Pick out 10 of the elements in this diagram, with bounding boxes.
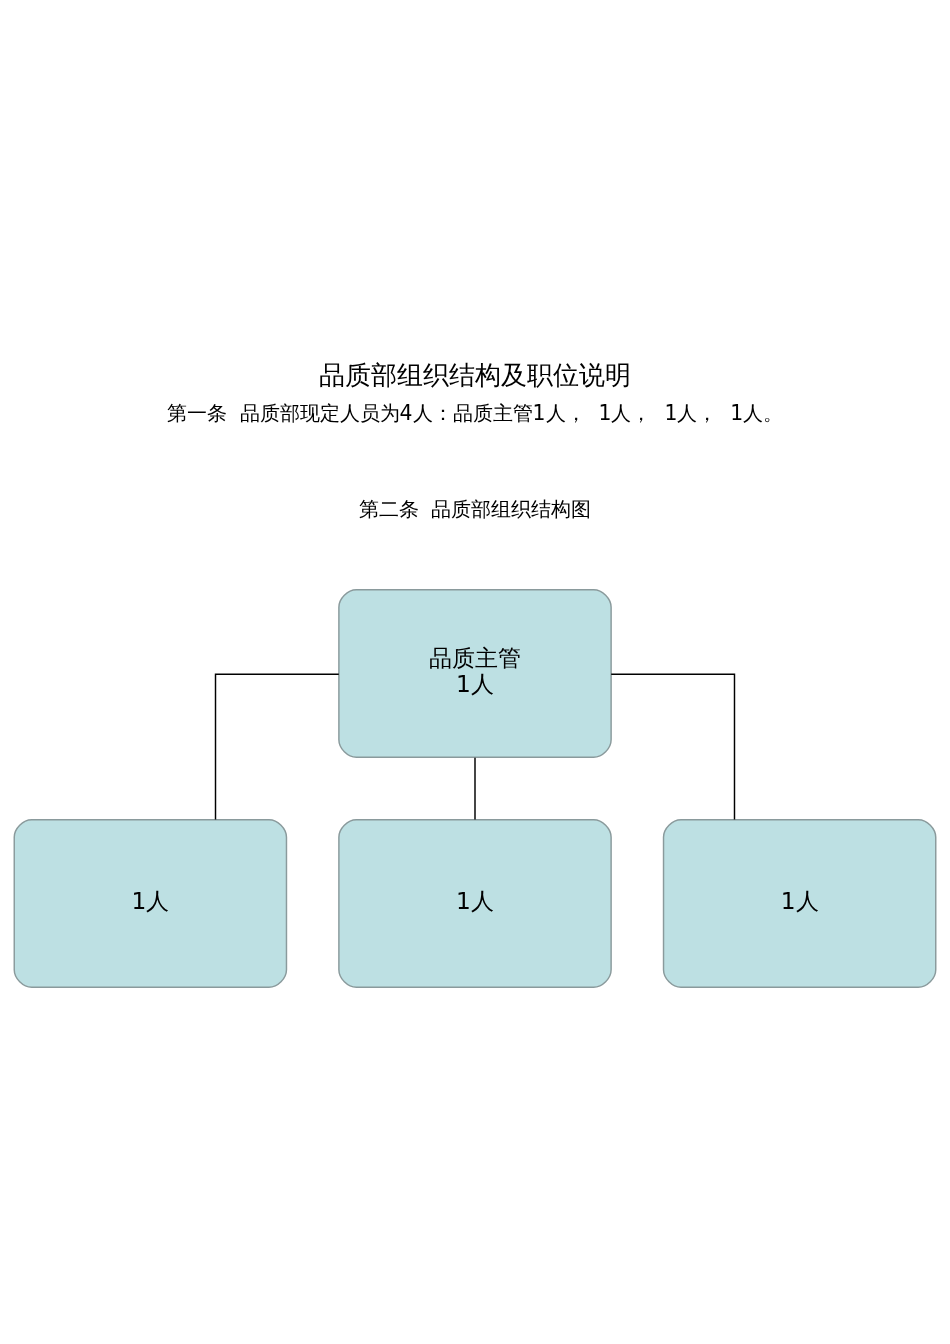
diagram-title: 品质部组织结构及职位说明 xyxy=(319,359,631,390)
connector xyxy=(610,673,736,821)
label: 第一条 品质部现定人员为4人：品质主管1人， 1人， 1人， 1人。 xyxy=(166,400,784,425)
node-box: 1人 xyxy=(338,819,612,988)
node-box: 1人 xyxy=(13,819,288,988)
node-box: 1人 xyxy=(662,819,937,988)
connector xyxy=(214,673,340,821)
node-box: 品质主管 1人 xyxy=(338,589,612,758)
label: 第二条 品质部组织结构图 xyxy=(358,496,592,521)
connector xyxy=(474,757,476,821)
